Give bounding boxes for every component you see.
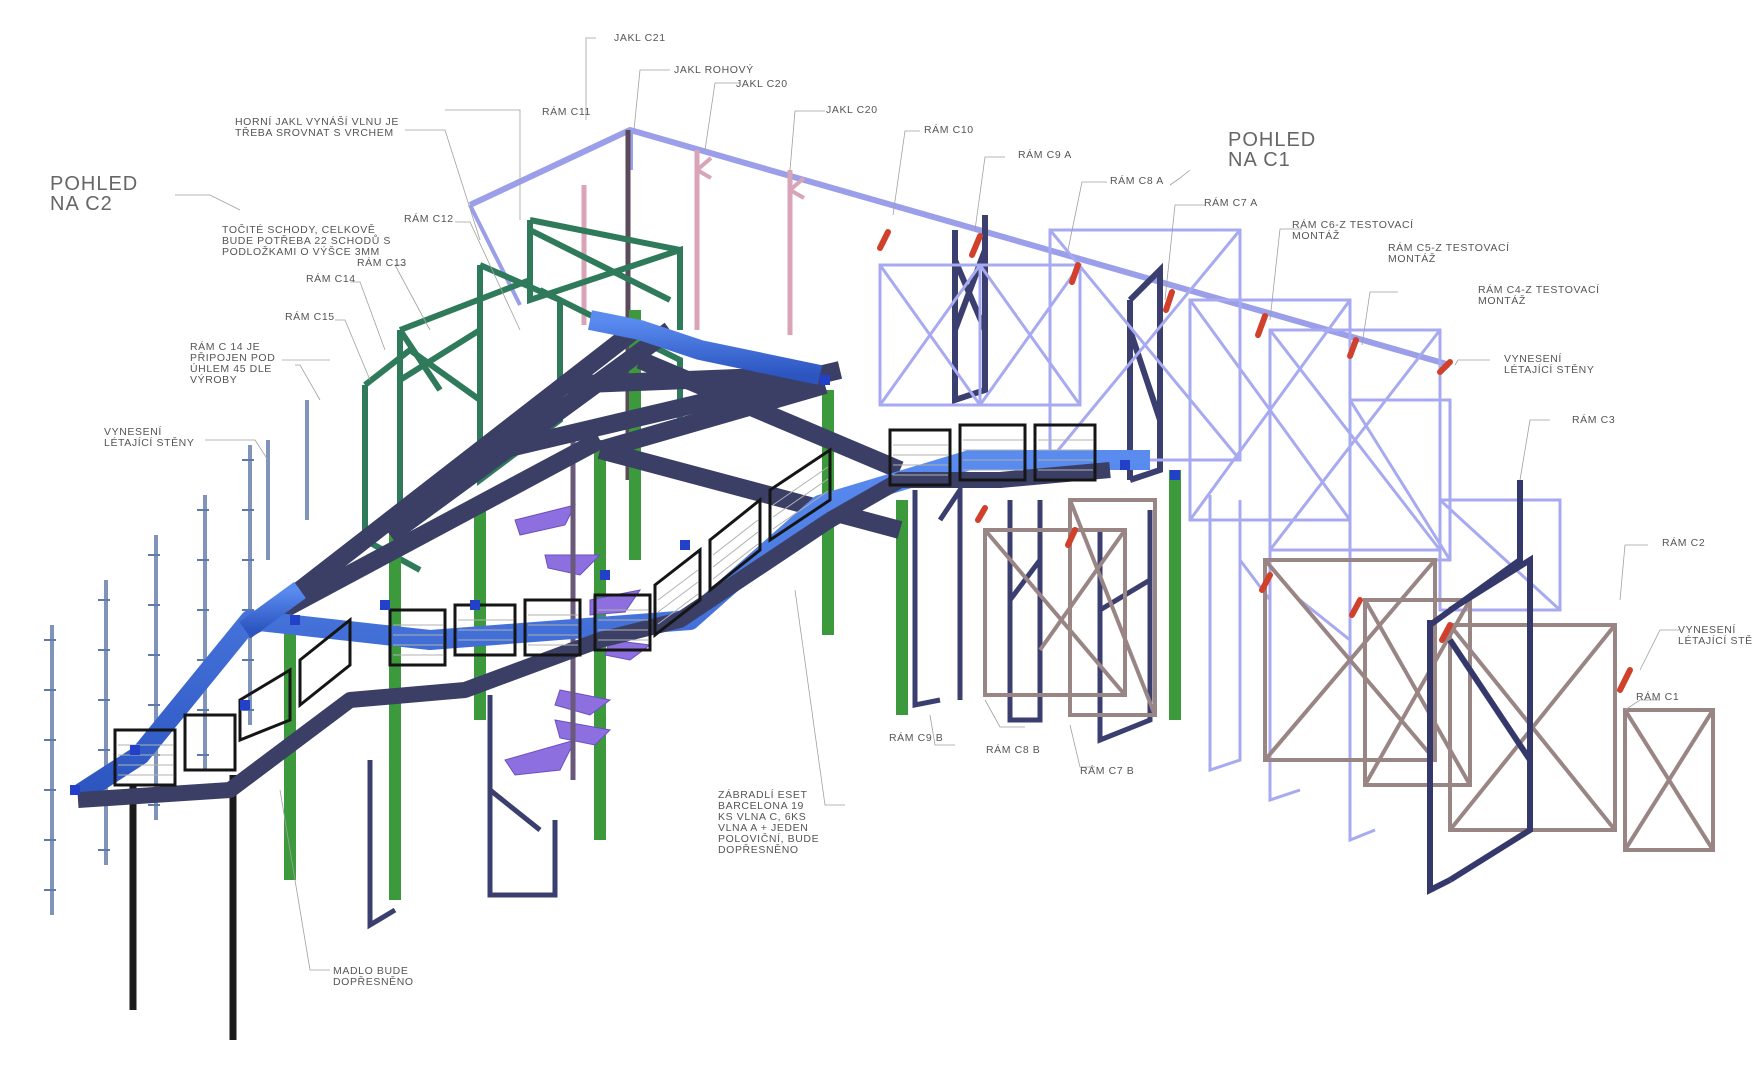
railing [113,423,1097,787]
connector-nodes [70,375,1180,795]
label-vyneseni-left: VYNESENÍ LÉTAJÍCÍ STĚNY [104,426,195,449]
label-ram-c1: RÁM C1 [1636,691,1680,703]
label-vyneseni-right: VYNESENÍ LÉTAJÍCÍ STĚ [1678,624,1753,647]
label-ram-c8b: RÁM C8 B [986,744,1041,756]
label-tocite-schody: TOČITÉ SCHODY, CELKOVĚ BUDE POTŘEBA 22 S… [222,224,392,258]
tall-dark-posts [129,775,237,1040]
label-jakl-c20a: JAKL C20 [736,78,788,90]
label-zabradli: ZÁBRADLÍ ESET BARCELONA 19 KS VLNA C, 6K… [718,789,820,856]
walkway-deck [72,310,1150,804]
navy-frame-c3 [1427,480,1533,895]
label-ram-c2: RÁM C2 [1662,537,1706,549]
label-ram-c5z: RÁM C5-Z TESTOVACÍ MONTÁŽ [1388,242,1510,265]
label-ram-c11: RÁM C11 [542,106,591,118]
view-c2-title: POHLED NA C2 [50,173,139,215]
brown-frames [983,498,1715,852]
label-ram-c9a: RÁM C9 A [1018,149,1072,161]
label-ram-c12: RÁM C12 [404,213,454,225]
label-ram-c7b: RÁM C7 B [1080,765,1135,777]
label-ram-c7a: RÁM C7 A [1204,197,1258,209]
label-jakl-c21: JAKL C21 [614,32,666,44]
label-horni-jakl: HORNÍ JAKL VYNÁŠÍ VLNU JE TŘEBA SROVNAT … [235,116,399,139]
label-ram-c6z: RÁM C6-Z TESTOVACÍ MONTÁŽ [1292,219,1414,242]
label-ram-c10: RÁM C10 [924,124,974,136]
label-ram-c3: RÁM C3 [1572,414,1616,426]
flying-wall-posts [50,400,309,915]
label-ram-c8a: RÁM C8 A [1110,175,1164,187]
view-c1-title: POHLED NA C1 [1228,129,1317,171]
flying-wall-brackets [44,459,254,891]
lavender-frames [878,228,1562,843]
label-jakl-rohovy: JAKL ROHOVÝ [674,64,754,76]
label-ram-c9b: RÁM C9 B [889,732,944,744]
label-ram-c14-note: RÁM C 14 JE PŘIPOJEN POD ÚHLEM 45 DLE VÝ… [190,341,276,386]
red-brackets [877,229,1633,693]
label-ram-c13: RÁM C13 [357,257,407,269]
label-ram-c4z: RÁM C4-Z TESTOVACÍ MONTÁŽ [1478,284,1600,307]
navy-frames-lower [367,481,1153,930]
label-ram-c15: RÁM C15 [285,311,335,323]
label-jakl-c20b: JAKL C20 [826,104,878,116]
label-madlo: MADLO BUDE DOPŘESNĚNO [333,965,414,988]
label-vyneseni-mid: VYNESENÍ LÉTAJÍCÍ STĚNY [1504,353,1595,376]
leader-lines [175,37,1680,971]
jakl-post-forks [695,156,806,200]
railing-cables [118,439,1093,776]
label-ram-c14: RÁM C14 [306,273,356,285]
